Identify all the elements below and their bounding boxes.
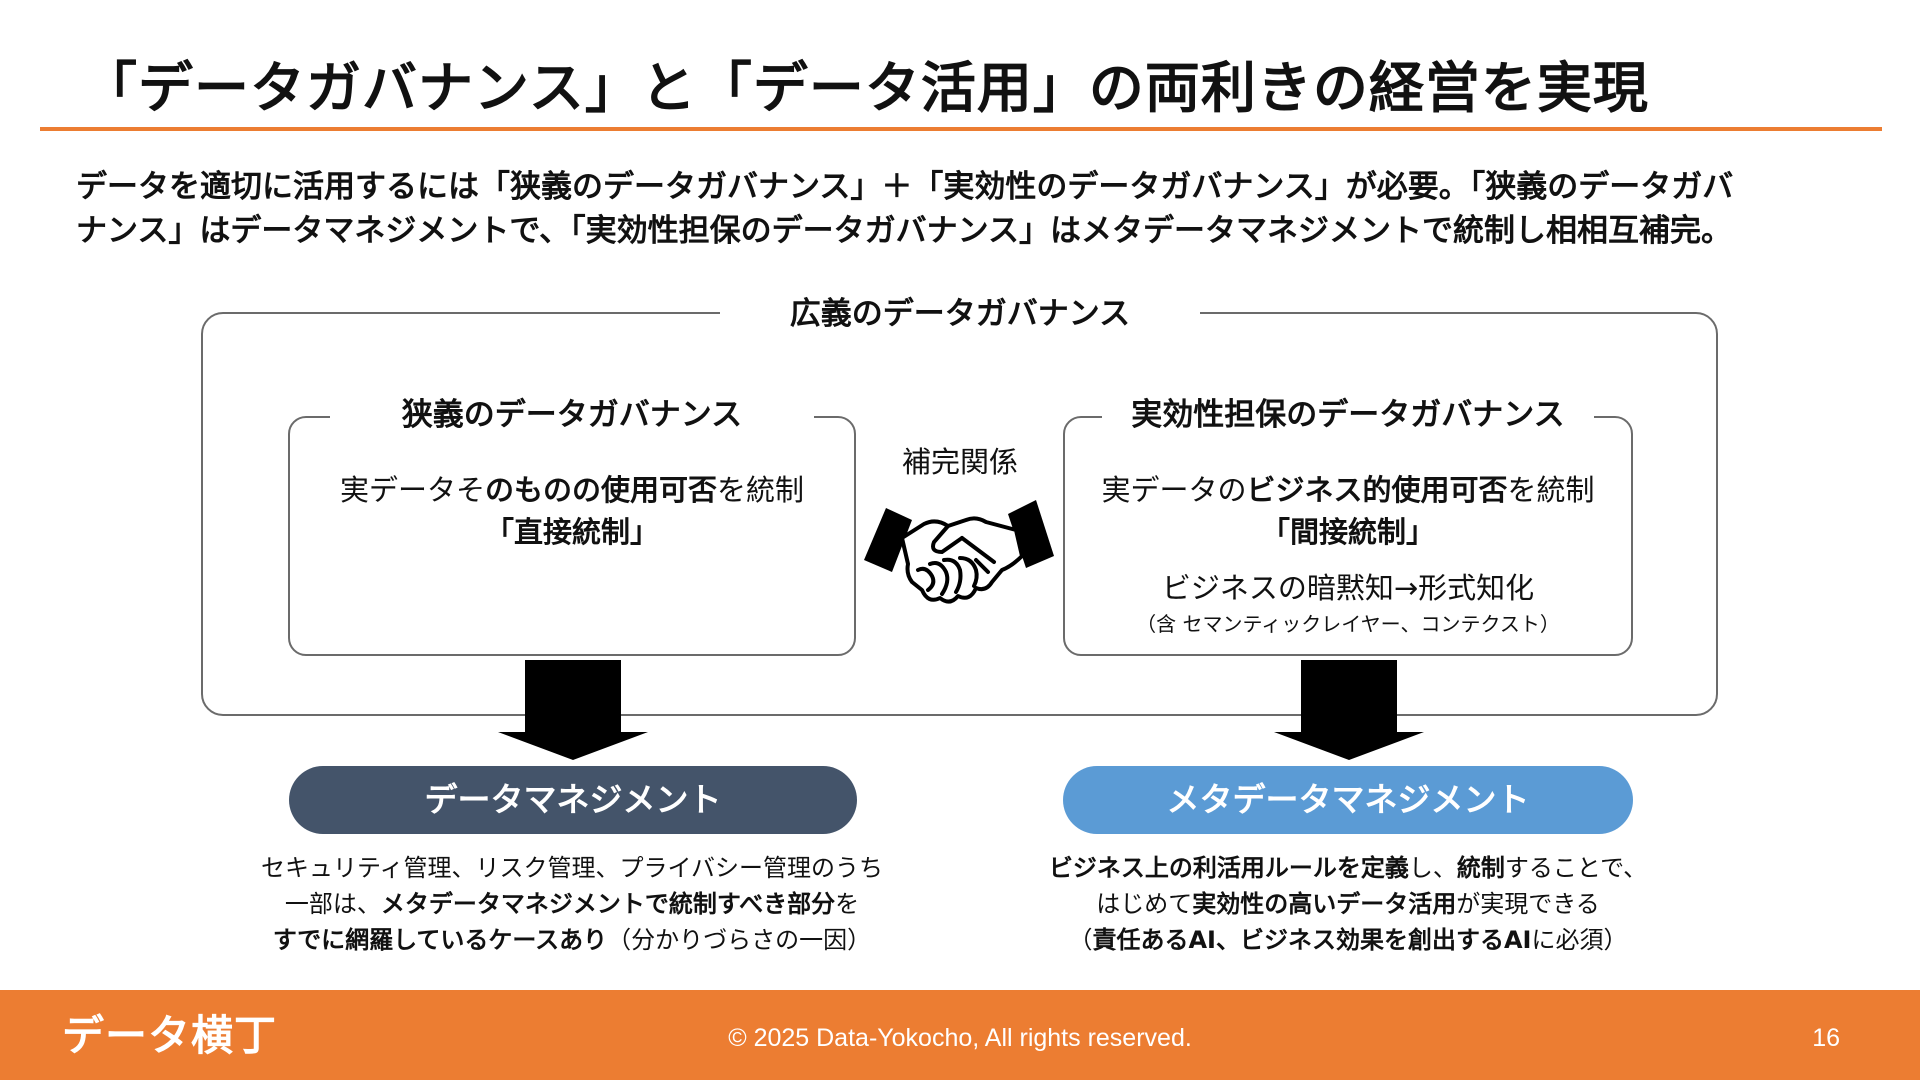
metadata-management-pill: メタデータマネジメント (1063, 766, 1633, 834)
text-span: （ (1068, 926, 1093, 954)
text-span: を (835, 890, 860, 918)
text-span: を統制 (1507, 473, 1595, 507)
complement-relation-label: 補完関係 (901, 445, 1018, 479)
data-management-description: セキュリティ管理、リスク管理、プライバシー管理のうち 一部は、メタデータマネジメ… (200, 850, 944, 958)
footer-logo: データ横丁 (62, 1011, 278, 1060)
text-span-bold: メタデータマネジメントで統制すべき部分 (380, 890, 836, 918)
text-span: （分かりづらさの一因） (607, 926, 872, 954)
text-span: 実データそ (339, 473, 485, 507)
direct-control-label: 「直接統制」 (484, 515, 659, 549)
text-span: 一部は、 (284, 890, 381, 918)
metadata-management-description: ビジネス上の利活用ルールを定義し、統制することで、 はじめて実効性の高いデータ活… (980, 850, 1716, 958)
semantic-layer-note: （含 セマンティックレイヤー、コンテクスト） (1136, 612, 1560, 636)
lead-paragraph: データを適切に活用するには「狭義のデータガバナンス」＋「実効性のデータガバナンス… (76, 165, 1856, 253)
lead-line-1: データを適切に活用するには「狭義のデータガバナンス」＋「実効性のデータガバナンス… (76, 169, 1734, 205)
broad-governance-label: 広義のデータガバナンス (720, 290, 1200, 338)
down-arrow-left-icon (498, 660, 648, 760)
text-span: することで、 (1504, 854, 1648, 882)
lead-line-2: ナンス」はデータマネジメントで、「実効性担保のデータガバナンス」はメタデータマネ… (76, 213, 1733, 249)
text-span-bold: ビジネス的使用可否 (1246, 473, 1508, 507)
text-span: はじめて (1096, 890, 1193, 918)
effective-governance-line-1: 実データのビジネス的使用可否を統制 (1063, 469, 1633, 511)
text-span-bold: すでに網羅しているケースあり (272, 926, 608, 954)
text-span: に必須） (1531, 926, 1628, 954)
data-management-pill: データマネジメント (289, 766, 857, 834)
desc-line: はじめて実効性の高いデータ活用が実現できる (980, 886, 1716, 922)
effective-governance-label: 実効性担保のデータガバナンス (1102, 391, 1594, 439)
text-span-bold: のものの使用可否 (484, 473, 717, 507)
desc-line: ビジネス上の利活用ルールを定義し、統制することで、 (980, 850, 1716, 886)
text-span: が実現できる (1456, 890, 1600, 918)
text-span-bold: 統制 (1456, 854, 1505, 882)
footer-copyright: © 2025 Data-Yokocho, All rights reserved… (728, 1024, 1192, 1052)
handshake-icon (862, 490, 1058, 620)
text-span: 実データの (1101, 473, 1247, 507)
desc-line: （責任あるAI、ビジネス効果を創出するAIに必須） (980, 922, 1716, 958)
narrow-governance-line-1: 実データそのものの使用可否を統制 (288, 469, 856, 511)
text-span: し、 (1408, 854, 1457, 882)
tacit-to-explicit-text: ビジネスの暗黙知→形式知化 (1161, 571, 1535, 605)
narrow-governance-label: 狭義のデータガバナンス (330, 391, 814, 439)
title-underline (40, 127, 1882, 131)
text-span-bold: 責任あるAI、ビジネス効果を創出するAI (1092, 926, 1532, 954)
effective-governance-text: 実データのビジネス的使用可否を統制 「間接統制」 (1063, 469, 1633, 553)
text-span-bold: ビジネス上の利活用ルールを定義 (1048, 854, 1409, 882)
down-arrow-right-icon (1274, 660, 1424, 760)
page-number: 16 (1812, 1024, 1840, 1052)
narrow-governance-text: 実データそのものの使用可否を統制 「直接統制」 (288, 469, 856, 553)
desc-line: セキュリティ管理、リスク管理、プライバシー管理のうち (260, 854, 884, 882)
text-span-bold: 実効性の高いデータ活用 (1192, 890, 1457, 918)
desc-line: すでに網羅しているケースあり（分かりづらさの一因） (200, 922, 944, 958)
footer-bar (0, 990, 1920, 1080)
indirect-control-label: 「間接統制」 (1260, 515, 1435, 549)
page-title: 「データガバナンス」と「データ活用」の両利きの経営を実現 (82, 56, 1649, 120)
text-span: を統制 (717, 473, 805, 507)
desc-line: 一部は、メタデータマネジメントで統制すべき部分を (200, 886, 944, 922)
